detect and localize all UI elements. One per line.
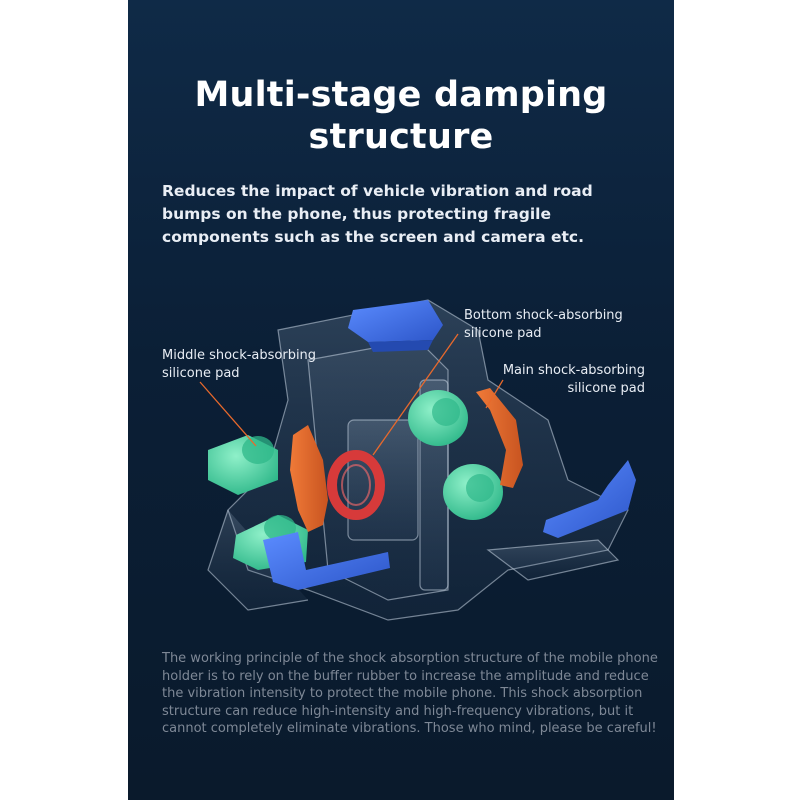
damping-structure-illustration — [199, 299, 636, 621]
main-silicone-pad-icon-top — [408, 390, 468, 446]
page-title: Multi-stage damping structure — [194, 75, 608, 157]
label-bottom-pad: Bottom shock-absorbing silicone pad — [464, 308, 623, 341]
label-main-pad: Main shock-absorbing silicone pad — [502, 363, 645, 396]
bottom-silicone-pad-icon — [348, 300, 443, 352]
leader-lines — [199, 333, 504, 456]
product-panel: Multi-stage damping structure Reduces th… — [128, 0, 674, 800]
middle-silicone-pad-icon-top — [208, 435, 278, 495]
main-silicone-pad-icon-bottom — [443, 464, 503, 520]
right-blue-clip-icon — [543, 460, 636, 538]
label-middle-pad: Middle shock-absorbing silicone pad — [162, 348, 317, 381]
orange-pad-left-icon — [290, 425, 328, 532]
red-ring-icon — [327, 450, 385, 520]
subtitle: Reduces the impact of vehicle vibration … — [162, 182, 593, 246]
disclaimer-text: The working principle of the shock absor… — [162, 651, 658, 736]
orange-pad-right-icon — [476, 388, 523, 488]
left-blue-clip-icon — [263, 532, 390, 590]
